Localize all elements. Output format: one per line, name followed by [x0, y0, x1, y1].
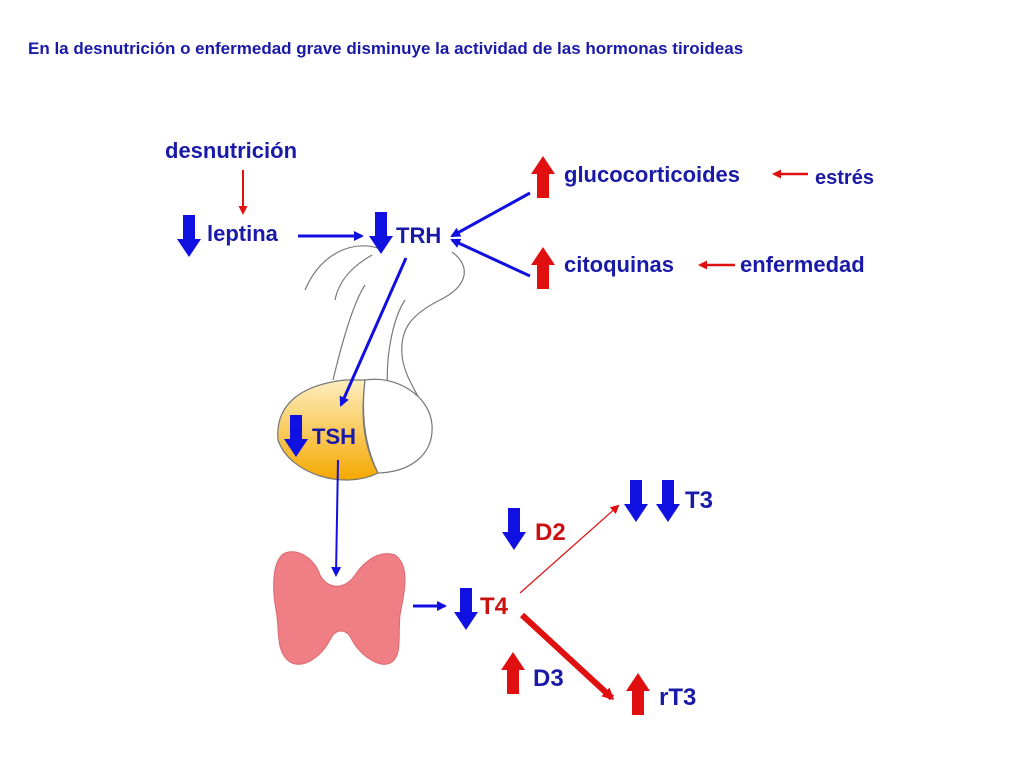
- label-rt3: rT3: [659, 684, 696, 711]
- label-d2: D2: [535, 519, 566, 546]
- d3-up-arrow-icon: [501, 652, 525, 694]
- label-t3: T3: [685, 487, 713, 514]
- label-trh: TRH: [396, 223, 441, 248]
- d2-down-arrow-icon: [502, 508, 526, 550]
- trh-to-tsh-arrow: [339, 257, 408, 407]
- rt3-up-arrow-icon: [626, 673, 650, 715]
- label-t4: T4: [480, 593, 509, 620]
- slide-title: En la desnutrición o enfermedad grave di…: [28, 39, 744, 58]
- tsh-down-arrow-icon: [284, 415, 308, 457]
- glucocorticoides-up-arrow-icon: [531, 156, 555, 198]
- label-tsh: TSH: [312, 424, 356, 449]
- label-desnutricion: desnutrición: [165, 138, 297, 163]
- label-glucocorticoides: glucocorticoides: [564, 162, 740, 187]
- label-estres: estrés: [815, 167, 874, 189]
- leptina-down-arrow-icon: [177, 215, 201, 257]
- t3-down-arrow-1-icon: [624, 480, 648, 522]
- citoquinas-up-arrow-icon: [531, 247, 555, 289]
- t3-down-arrow-2-icon: [656, 480, 680, 522]
- tsh-to-thyroid-arrow: [331, 459, 342, 577]
- label-citoquinas: citoquinas: [564, 252, 674, 277]
- t4-to-t3-arrow: [519, 504, 620, 594]
- anterior-pituitary: [277, 379, 379, 481]
- trh-down-arrow-icon: [369, 212, 393, 254]
- t4-to-rt3-arrow: [519, 612, 615, 701]
- label-d3: D3: [533, 665, 564, 692]
- posterior-pituitary: [362, 378, 433, 474]
- t4-down-arrow-icon: [454, 588, 478, 630]
- label-leptina: leptina: [207, 221, 279, 246]
- citoquinas-to-trh-arrow: [450, 238, 531, 278]
- glucocorticoides-to-trh-arrow: [450, 191, 531, 238]
- label-enfermedad: enfermedad: [740, 252, 865, 277]
- thyroid-gland: [273, 551, 406, 665]
